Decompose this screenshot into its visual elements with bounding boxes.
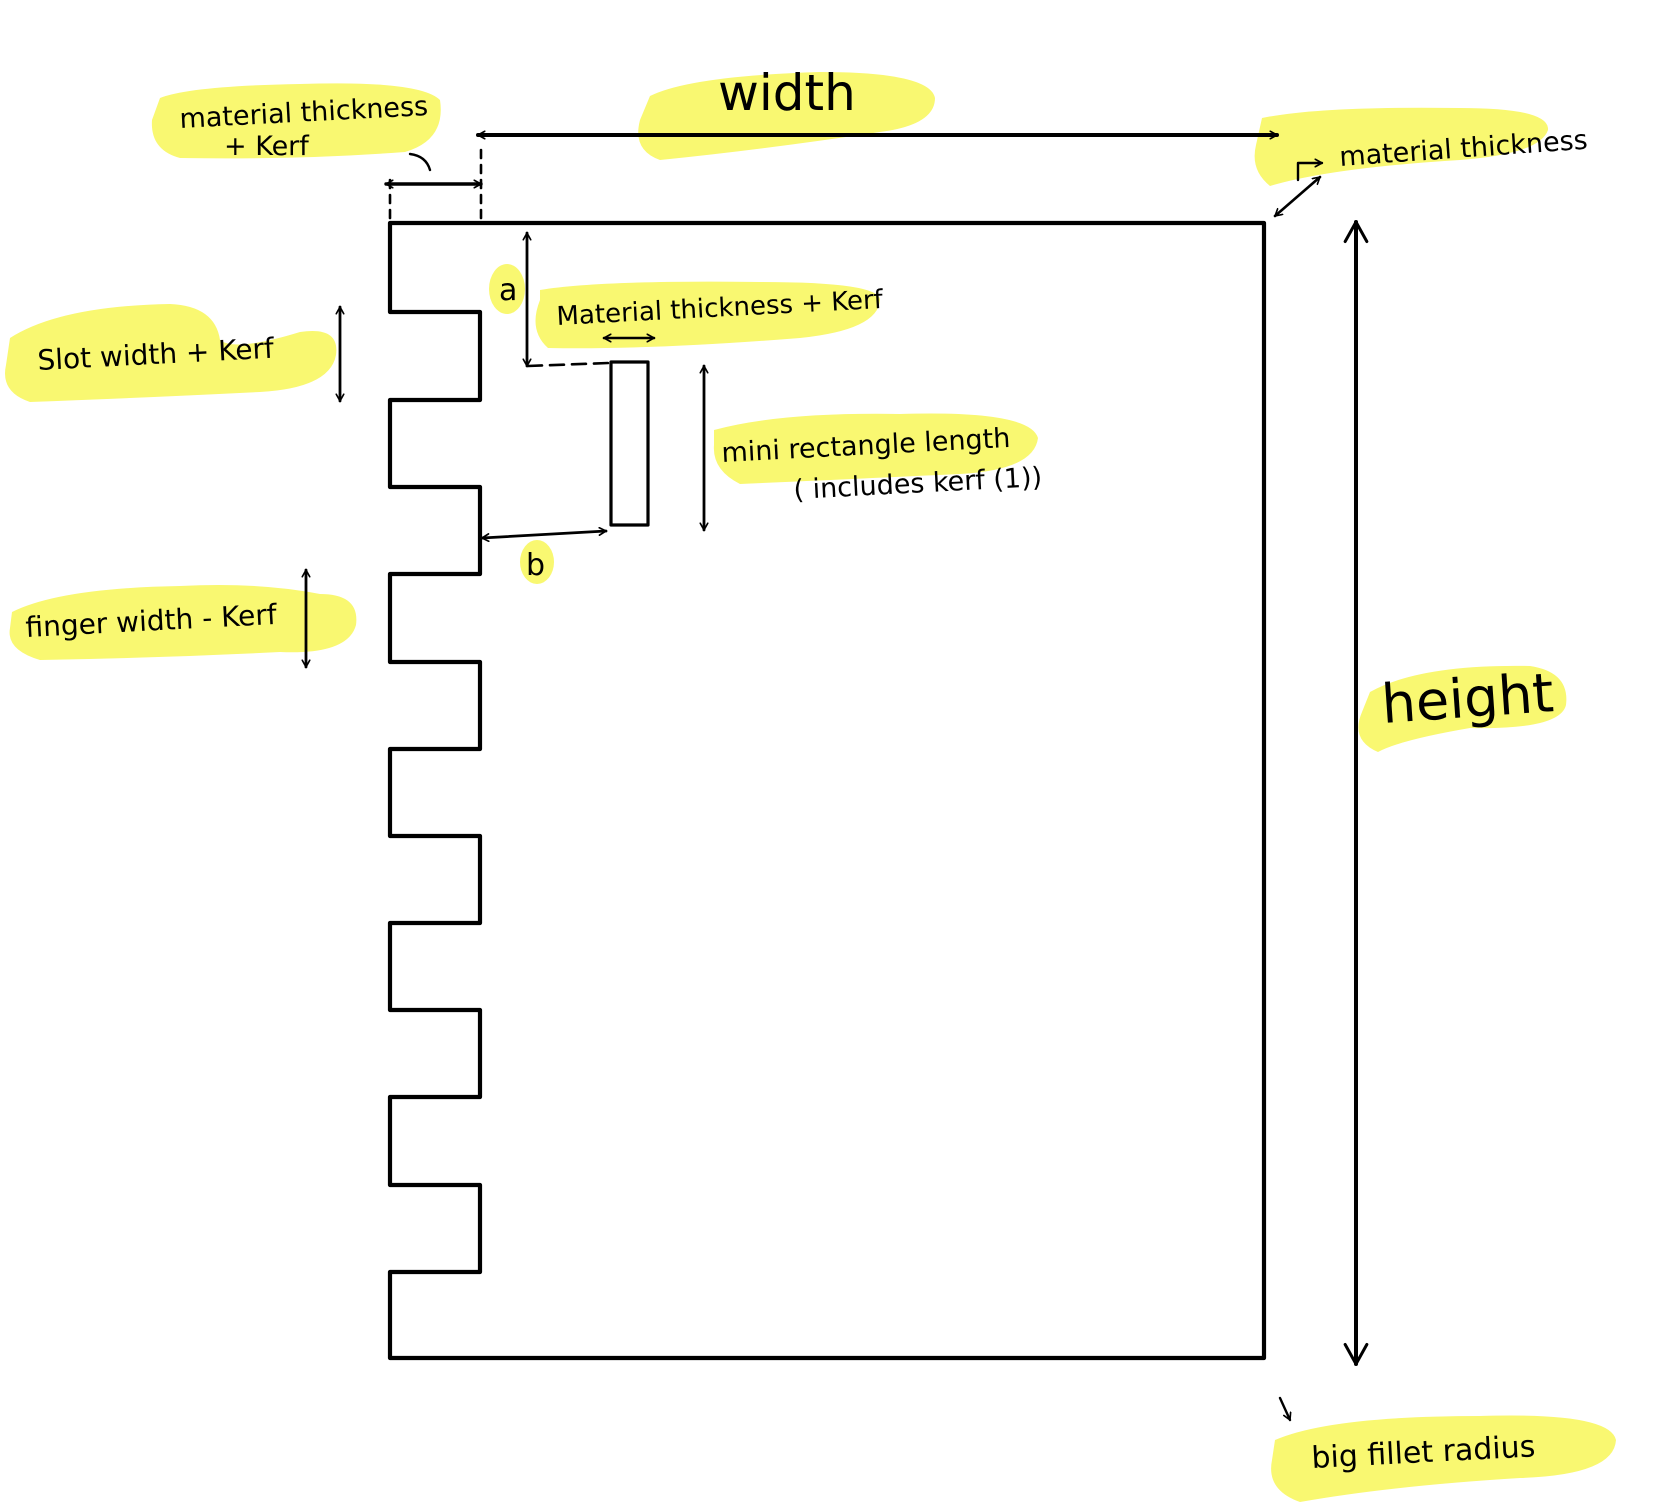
a-label: a	[499, 273, 517, 308]
material-thickness-kerf-top-label-line2: + Kerf	[224, 131, 310, 162]
b-arrow	[480, 531, 608, 538]
big-fillet-radius-pointer	[1278, 1396, 1290, 1422]
b-label: b	[526, 548, 545, 583]
dimension-arrows	[306, 135, 1369, 1422]
panel-outline	[387, 220, 1267, 1361]
highlighter-strokes	[5, 72, 1616, 1502]
height-label: height	[1380, 661, 1556, 736]
material-kerf-top-pointer	[408, 152, 432, 172]
width-label: width	[718, 64, 856, 122]
material-thickness-pointer	[1296, 163, 1324, 182]
mini-rectangle-slot	[609, 360, 650, 527]
material-thickness-corner-arrow	[1273, 175, 1322, 218]
